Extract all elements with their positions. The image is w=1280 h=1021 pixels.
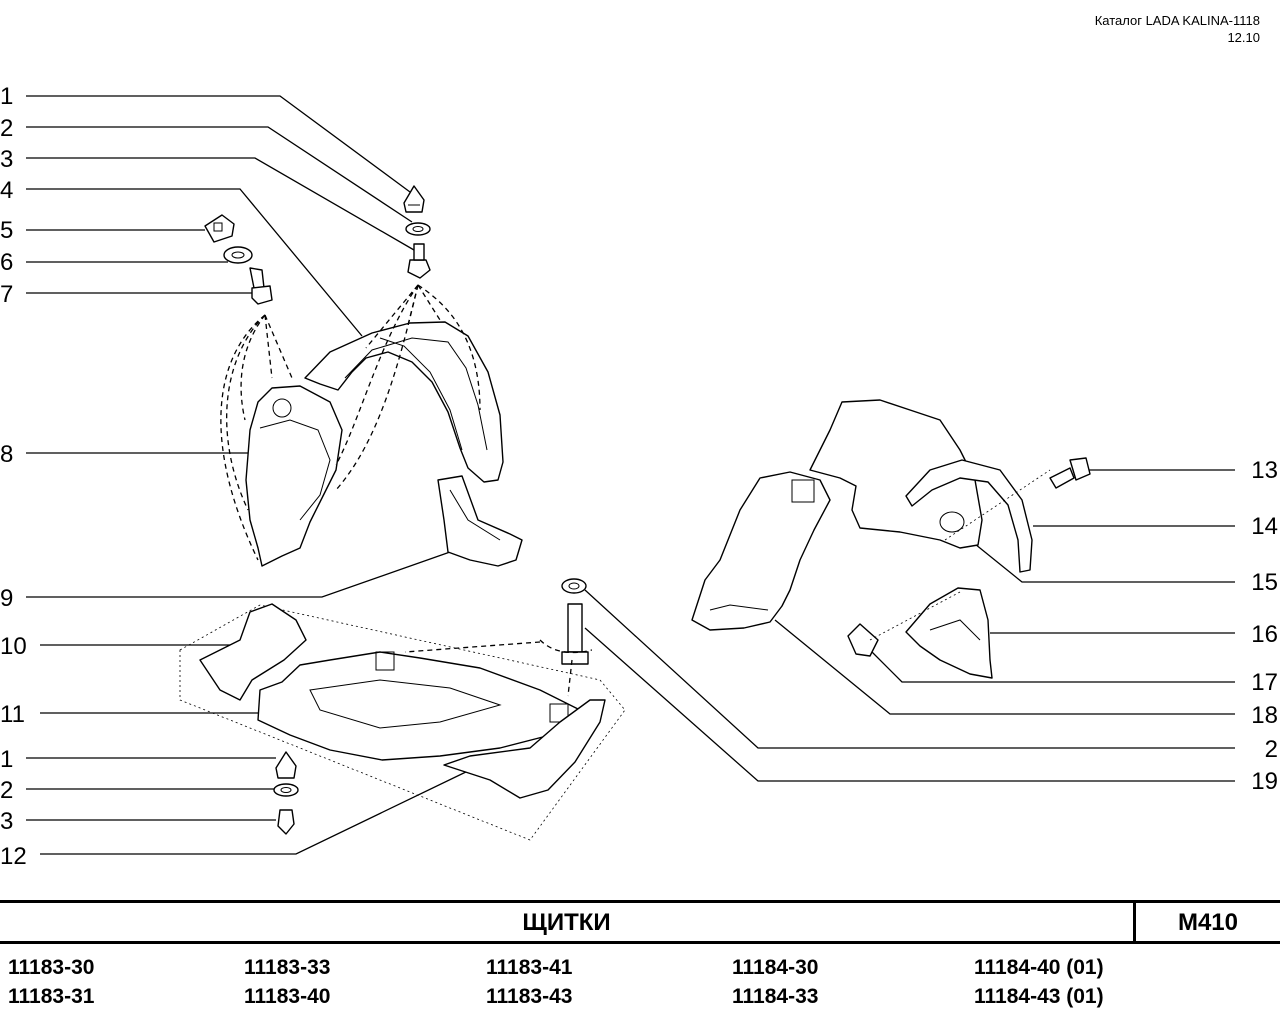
callout-label: 3 [0,146,13,173]
bolt-top [407,243,431,279]
clip-nut-5 [204,214,235,243]
clip-nut-top [403,185,425,213]
rear-arch-liner-left [691,471,831,631]
callout-label: 12 [0,843,27,870]
callout-label: 3 [0,808,13,835]
callout-label: 10 [0,633,27,660]
callout-label: 8 [0,441,13,468]
washer-19 [561,578,587,594]
rear-arch-liner-right [809,399,983,549]
model-list: 11183-30 11183-31 11183-33 11183-40 1118… [0,954,1280,1014]
bolt-19 [561,603,589,665]
callout-label: 19 [1251,768,1278,795]
callout-label: 2 [0,115,13,142]
right-leader-lines [584,469,1235,782]
model-code: 11183-33 [244,956,331,979]
model-code: 11183-31 [8,985,95,1008]
callout-label: 14 [1251,513,1278,540]
callout-label: 11 [0,701,25,728]
bolt-bottom [277,809,295,835]
catalog-date: 12.10 [1227,30,1260,45]
callout-label: 1 [0,746,13,773]
deflector-left [199,603,307,701]
clip-17 [847,623,879,657]
callout-label: 2 [1265,736,1278,763]
catalog-header: Каталог LADA KALINA-1118 12.10 [1095,12,1260,46]
callout-label: 17 [1251,669,1278,696]
model-code: 11184-33 [732,985,819,1008]
model-code: 11184-30 [732,956,819,979]
title-bar: ЩИТКИ М410 [0,900,1280,944]
catalog-title: Каталог LADA KALINA-1118 [1094,13,1260,28]
model-code: 11183-43 [486,985,573,1008]
arch-trim [905,459,1033,573]
rear-shield [905,587,993,679]
left-callouts: 1 2 3 4 5 6 7 8 9 10 11 1 2 3 12 [0,83,27,870]
callout-label: 5 [0,217,13,244]
clip-nut-bottom [275,751,297,779]
callout-label: 13 [1251,457,1278,484]
assembly-arrows-left [220,284,481,561]
washer-6 [223,246,253,264]
alignment-line [869,591,961,641]
model-code: 11184-43 (01) [974,985,1104,1008]
parts-diagram: 1 2 3 4 5 6 7 8 9 10 11 1 2 3 12 13 14 1… [0,83,1278,870]
callout-label: 4 [0,177,13,204]
callout-label: 16 [1251,621,1278,648]
alignment-line [944,469,1051,541]
callout-label: 1 [0,83,13,110]
assembly-arrows-middle [404,639,593,697]
section-code: М410 [1133,903,1280,941]
screw-7 [249,267,273,305]
callout-label: 18 [1251,702,1278,729]
wheel-arch-liner-left [304,321,504,483]
side-shield-left [437,475,523,567]
callout-label: 2 [0,777,13,804]
model-code: 11183-30 [8,956,95,979]
splash-guard-left [245,385,343,567]
model-code: 11184-40 (01) [974,956,1104,979]
model-code: 11183-40 [244,985,331,1008]
section-title: ЩИТКИ [522,909,611,936]
right-callouts: 13 14 15 16 17 18 2 19 [1251,457,1278,795]
callout-label: 15 [1251,569,1278,596]
washer-top [405,222,431,236]
callout-label: 6 [0,249,13,276]
washer-bottom [273,783,299,797]
screw-13 [1049,457,1091,489]
model-code: 11183-41 [486,956,573,979]
callout-label: 9 [0,585,13,612]
deflector-right [443,699,606,799]
left-leader-lines [26,95,471,855]
callout-label: 7 [0,281,13,308]
